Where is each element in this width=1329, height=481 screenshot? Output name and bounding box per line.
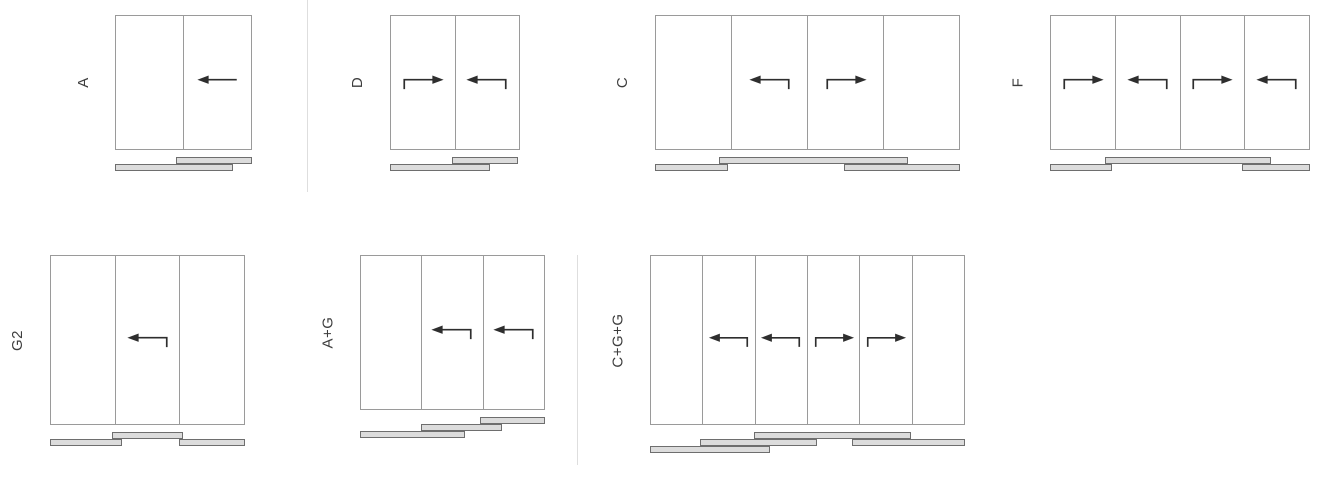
- diagram-label: F: [998, 15, 1038, 150]
- door-frame: [390, 15, 520, 150]
- door-frame: [115, 15, 252, 150]
- door-panel-5: [860, 256, 913, 424]
- diagram-label: A+G: [308, 255, 348, 410]
- track-bar: [650, 446, 770, 453]
- arrow-left-icon: [1256, 75, 1297, 90]
- arrow-right-icon: [814, 333, 854, 347]
- door-panel-3: [756, 256, 808, 424]
- track-bar: [851, 439, 965, 446]
- diagram-d: D: [350, 15, 520, 171]
- door-panel-2: [1116, 16, 1181, 149]
- track-bar: [480, 417, 545, 424]
- track-assembly: [360, 417, 545, 441]
- track-assembly: [650, 432, 965, 456]
- track-bar: [112, 432, 183, 439]
- door-panel-1: [656, 16, 732, 149]
- arrow-left-icon: [708, 333, 749, 347]
- arrow-right-icon: [403, 75, 444, 90]
- diagram-label: C: [603, 15, 643, 150]
- arrow-right-icon: [825, 75, 867, 90]
- door-panel-3: [1181, 16, 1246, 149]
- track-bar: [360, 431, 466, 438]
- track-bar: [178, 439, 245, 446]
- door-frame: [50, 255, 245, 425]
- door-panel-1: [361, 256, 423, 409]
- track-bar: [115, 164, 233, 171]
- door-panel-3: [484, 256, 544, 409]
- track-bar: [1050, 164, 1113, 171]
- door-panel-2: [422, 256, 484, 409]
- track-assembly: [1050, 157, 1310, 181]
- diagram-a-g: A+G: [320, 255, 545, 438]
- diagram-c-g-g: C+G+G: [610, 255, 965, 453]
- door-panel-4: [1245, 16, 1309, 149]
- door-frame: [655, 15, 960, 150]
- arrow-left-icon: [761, 333, 801, 347]
- diagram-label-text: G2: [9, 329, 27, 351]
- door-panel-1: [651, 256, 704, 424]
- door-panel-3: [808, 16, 884, 149]
- door-panel-1: [116, 16, 184, 149]
- track-assembly: [390, 157, 520, 181]
- track-bar: [1104, 157, 1271, 164]
- arrow-left-icon: [1127, 75, 1168, 90]
- track-bar: [753, 432, 912, 439]
- track-bar: [655, 164, 729, 171]
- diagram-a: A: [74, 15, 252, 171]
- door-panel-1: [1051, 16, 1116, 149]
- track-bar: [719, 157, 909, 164]
- door-panel-2: [732, 16, 808, 149]
- diagram-label-text: C: [614, 76, 632, 89]
- arrow-right-icon: [1063, 75, 1104, 90]
- door-panel-3: [180, 256, 244, 424]
- door-frame: [360, 255, 545, 410]
- diagram-label-text: A+G: [319, 316, 337, 349]
- arrow-right-icon: [866, 333, 907, 347]
- track-bar: [700, 439, 817, 446]
- diagram-c: C: [615, 15, 960, 171]
- arrow-left-icon: [748, 75, 790, 90]
- track-bar: [50, 439, 123, 446]
- door-panel-1: [51, 256, 116, 424]
- door-panel-4: [884, 16, 959, 149]
- door-panel-2: [456, 16, 520, 149]
- track-bar: [1242, 164, 1310, 171]
- door-frame: [650, 255, 965, 425]
- diagram-f: F: [1009, 15, 1310, 171]
- diagram-label: G2: [0, 255, 38, 425]
- column-separator: [307, 0, 308, 192]
- diagram-g2: G2: [9, 255, 245, 446]
- diagram-label: C+G+G: [598, 255, 638, 425]
- arrow-left-icon: [466, 75, 507, 90]
- door-panel-1: [391, 16, 456, 149]
- track-assembly: [115, 157, 252, 181]
- track-assembly: [655, 157, 960, 181]
- track-bar: [421, 424, 503, 431]
- door-frame: [1050, 15, 1310, 150]
- door-panel-4: [808, 256, 861, 424]
- door-panel-2: [116, 256, 181, 424]
- arrow-left-icon: [126, 332, 168, 347]
- arrow-left-icon: [431, 325, 473, 340]
- diagram-label: D: [338, 15, 378, 150]
- arrow-left-icon: [196, 75, 237, 84]
- arrow-left-icon: [493, 325, 534, 340]
- door-panel-6: [913, 256, 964, 424]
- track-assembly: [50, 432, 245, 456]
- column-separator: [577, 255, 578, 465]
- diagram-label: A: [63, 15, 103, 150]
- diagram-label-text: F: [1009, 77, 1027, 88]
- diagram-label-text: D: [349, 76, 367, 89]
- door-panel-2: [184, 16, 251, 149]
- track-bar: [844, 164, 960, 171]
- arrow-right-icon: [1192, 75, 1233, 90]
- track-bar: [390, 164, 491, 171]
- diagram-label-text: A: [74, 77, 92, 88]
- diagram-label-text: C+G+G: [609, 312, 627, 368]
- track-bar: [175, 157, 252, 164]
- track-bar: [452, 157, 519, 164]
- door-panel-2: [703, 256, 756, 424]
